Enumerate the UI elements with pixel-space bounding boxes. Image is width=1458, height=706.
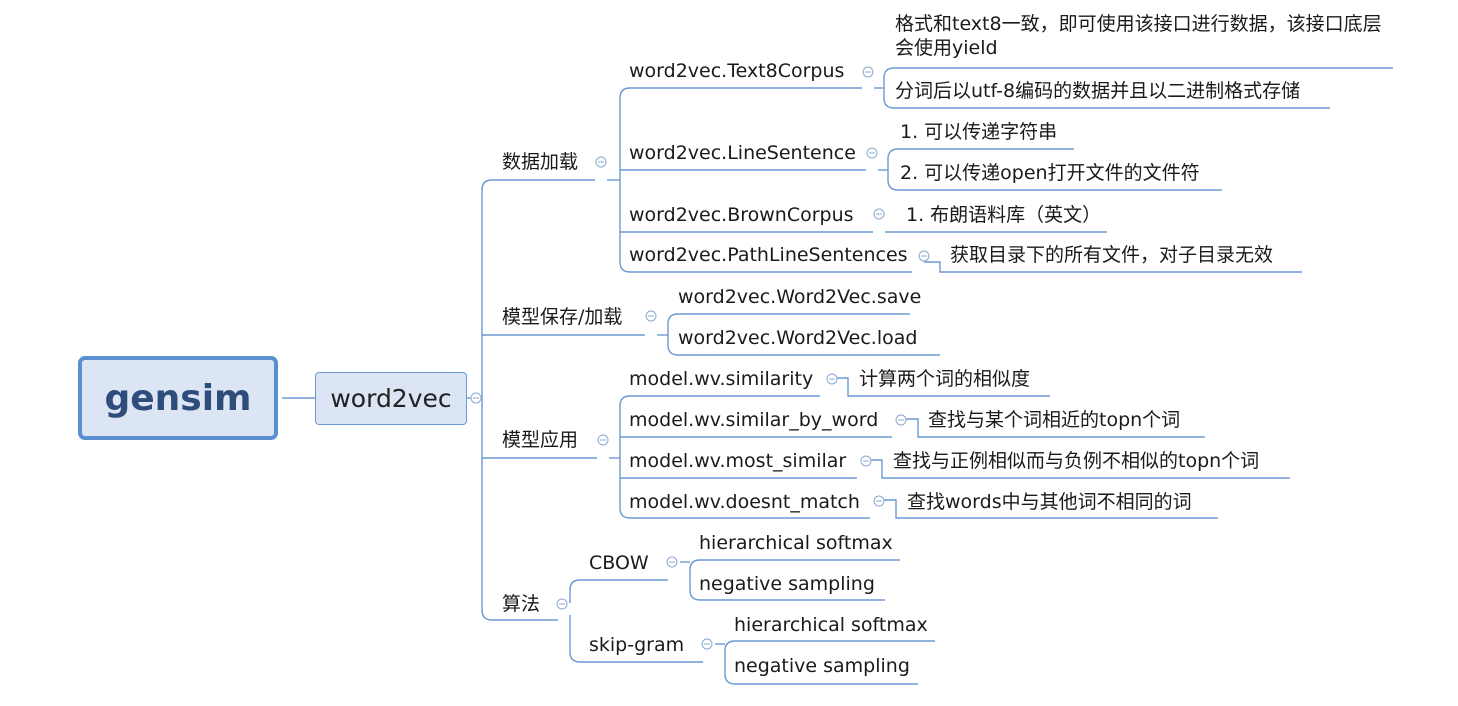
main-topic-label: word2vec: [330, 384, 452, 413]
note-similarity[interactable]: 计算两个词的相似度: [859, 368, 1031, 390]
topic-skip-gram[interactable]: skip-gram: [589, 634, 685, 656]
topic-pathlinesentences[interactable]: word2vec.PathLineSentences: [629, 244, 908, 266]
topic-cbow[interactable]: CBOW: [589, 552, 649, 574]
leaf-skipgram-hierarchical-softmax[interactable]: hierarchical softmax: [734, 614, 928, 636]
topic-most-similar[interactable]: model.wv.most_similar: [629, 450, 847, 472]
note-most-similar[interactable]: 查找与正例相似而与负例不相似的topn个词: [893, 450, 1260, 472]
topic-text8corpus[interactable]: word2vec.Text8Corpus: [629, 60, 845, 82]
leaf-cbow-hierarchical-softmax[interactable]: hierarchical softmax: [699, 532, 893, 554]
note-pathlinesentences[interactable]: 获取目录下的所有文件，对子目录无效: [950, 244, 1274, 266]
topic-similarity[interactable]: model.wv.similarity: [629, 368, 814, 390]
root-topic-label: gensim: [104, 377, 252, 419]
note-linesentence-string[interactable]: 1. 可以传递字符串: [900, 121, 1058, 143]
note-brown-corpus[interactable]: 1. 布朗语料库（英文）: [906, 204, 1102, 226]
topic-model-save-load[interactable]: 模型保存/加载: [502, 306, 623, 328]
topic-model-use[interactable]: 模型应用: [502, 429, 579, 451]
note-text8-encoding[interactable]: 分词后以utf-8编码的数据并且以二进制格式存储: [895, 80, 1301, 102]
topic-doesnt-match[interactable]: model.wv.doesnt_match: [629, 491, 860, 513]
note-text8-yield[interactable]: 格式和text8一致，即可使用该接口进行数据，该接口底层会使用yield: [895, 13, 1382, 59]
note-similar-by-word[interactable]: 查找与某个词相近的topn个词: [928, 409, 1181, 431]
leaf-skipgram-negative-sampling[interactable]: negative sampling: [734, 655, 910, 677]
main-topic[interactable]: word2vec: [315, 372, 467, 425]
topic-browncorpus[interactable]: word2vec.BrownCorpus: [629, 204, 854, 226]
topic-data-loading[interactable]: 数据加载: [502, 151, 579, 173]
leaf-cbow-negative-sampling[interactable]: negative sampling: [699, 573, 875, 595]
note-linesentence-file[interactable]: 2. 可以传递open打开文件的文件符: [900, 162, 1200, 184]
root-topic[interactable]: gensim: [78, 356, 278, 440]
topic-similar-by-word[interactable]: model.wv.similar_by_word: [629, 409, 879, 431]
topic-word2vec-load[interactable]: word2vec.Word2Vec.load: [678, 327, 918, 349]
topic-linesentence[interactable]: word2vec.LineSentence: [629, 142, 856, 164]
note-doesnt-match[interactable]: 查找words中与其他词不相同的词: [907, 491, 1192, 513]
topic-word2vec-save[interactable]: word2vec.Word2Vec.save: [678, 286, 922, 308]
topic-algorithm[interactable]: 算法: [502, 593, 541, 615]
